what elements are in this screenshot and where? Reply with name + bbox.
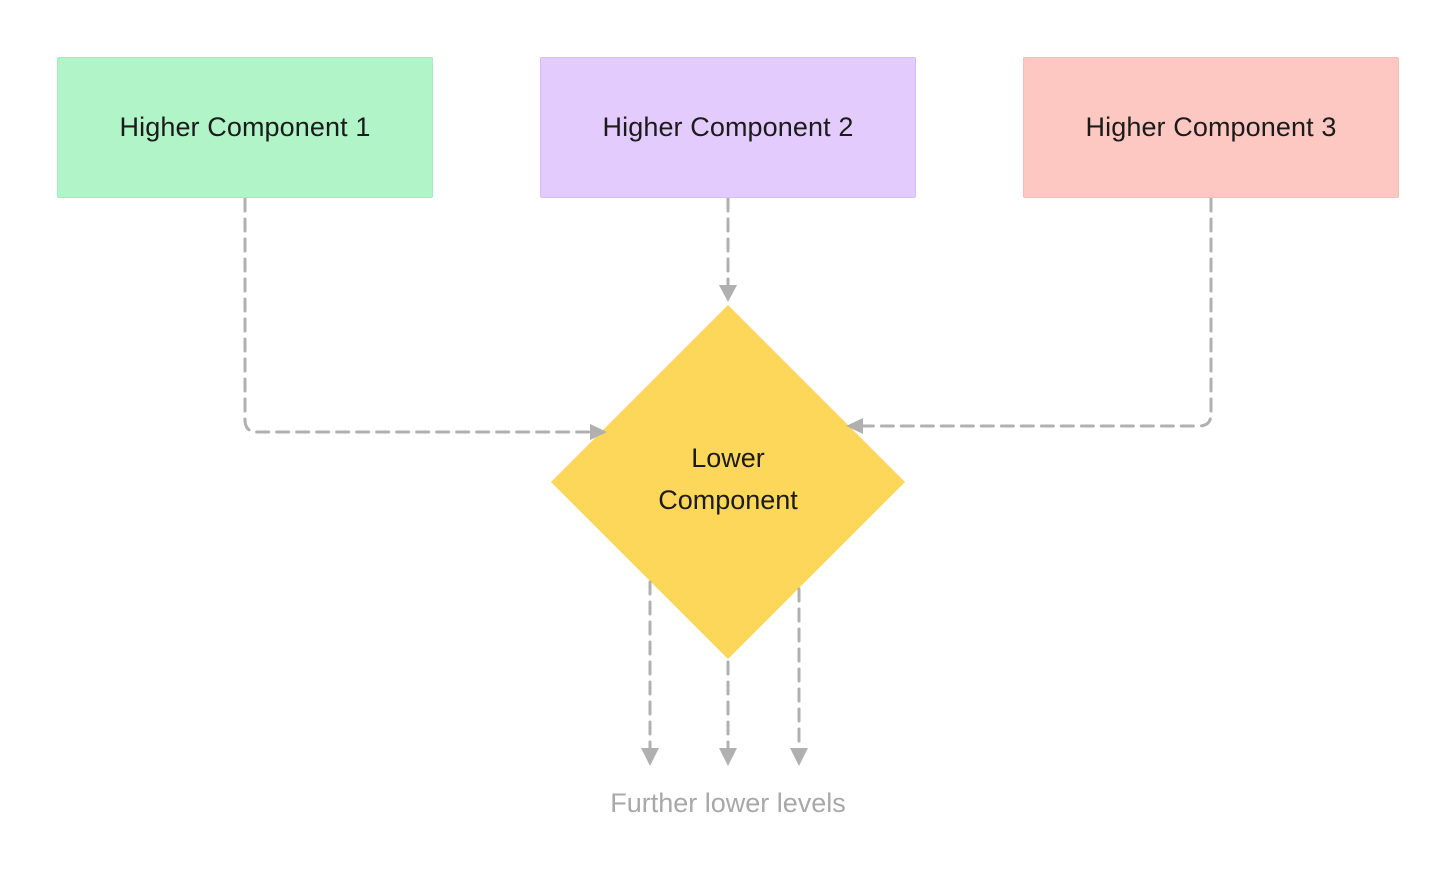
lower-component-diamond xyxy=(551,305,905,659)
higher-component-1-node: Higher Component 1 xyxy=(57,57,433,198)
arrowhead-further-left xyxy=(641,748,659,766)
higher-component-2-node: Higher Component 2 xyxy=(540,57,916,198)
arrowhead-into-lower-left xyxy=(590,424,607,440)
higher-component-3-node: Higher Component 3 xyxy=(1023,57,1399,198)
arrowhead-further-right xyxy=(790,748,808,766)
higher-component-2-label: Higher Component 2 xyxy=(602,112,854,142)
edge-higher-3-to-lower xyxy=(860,197,1213,428)
arrowhead-into-lower-top xyxy=(719,285,737,302)
lower-component-label-line-1: Lower xyxy=(691,443,765,473)
arrowhead-into-lower-right xyxy=(846,418,863,434)
higher-component-1-label: Higher Component 1 xyxy=(119,112,371,142)
lower-component-label-line-2: Component xyxy=(658,485,798,515)
arrowhead-further-center xyxy=(719,748,737,766)
edge-higher-1-to-lower xyxy=(243,197,594,434)
lower-component-label: Lower Component xyxy=(578,437,878,521)
further-lower-levels-label: Further lower levels xyxy=(610,788,846,818)
higher-component-3-label: Higher Component 3 xyxy=(1085,112,1337,142)
